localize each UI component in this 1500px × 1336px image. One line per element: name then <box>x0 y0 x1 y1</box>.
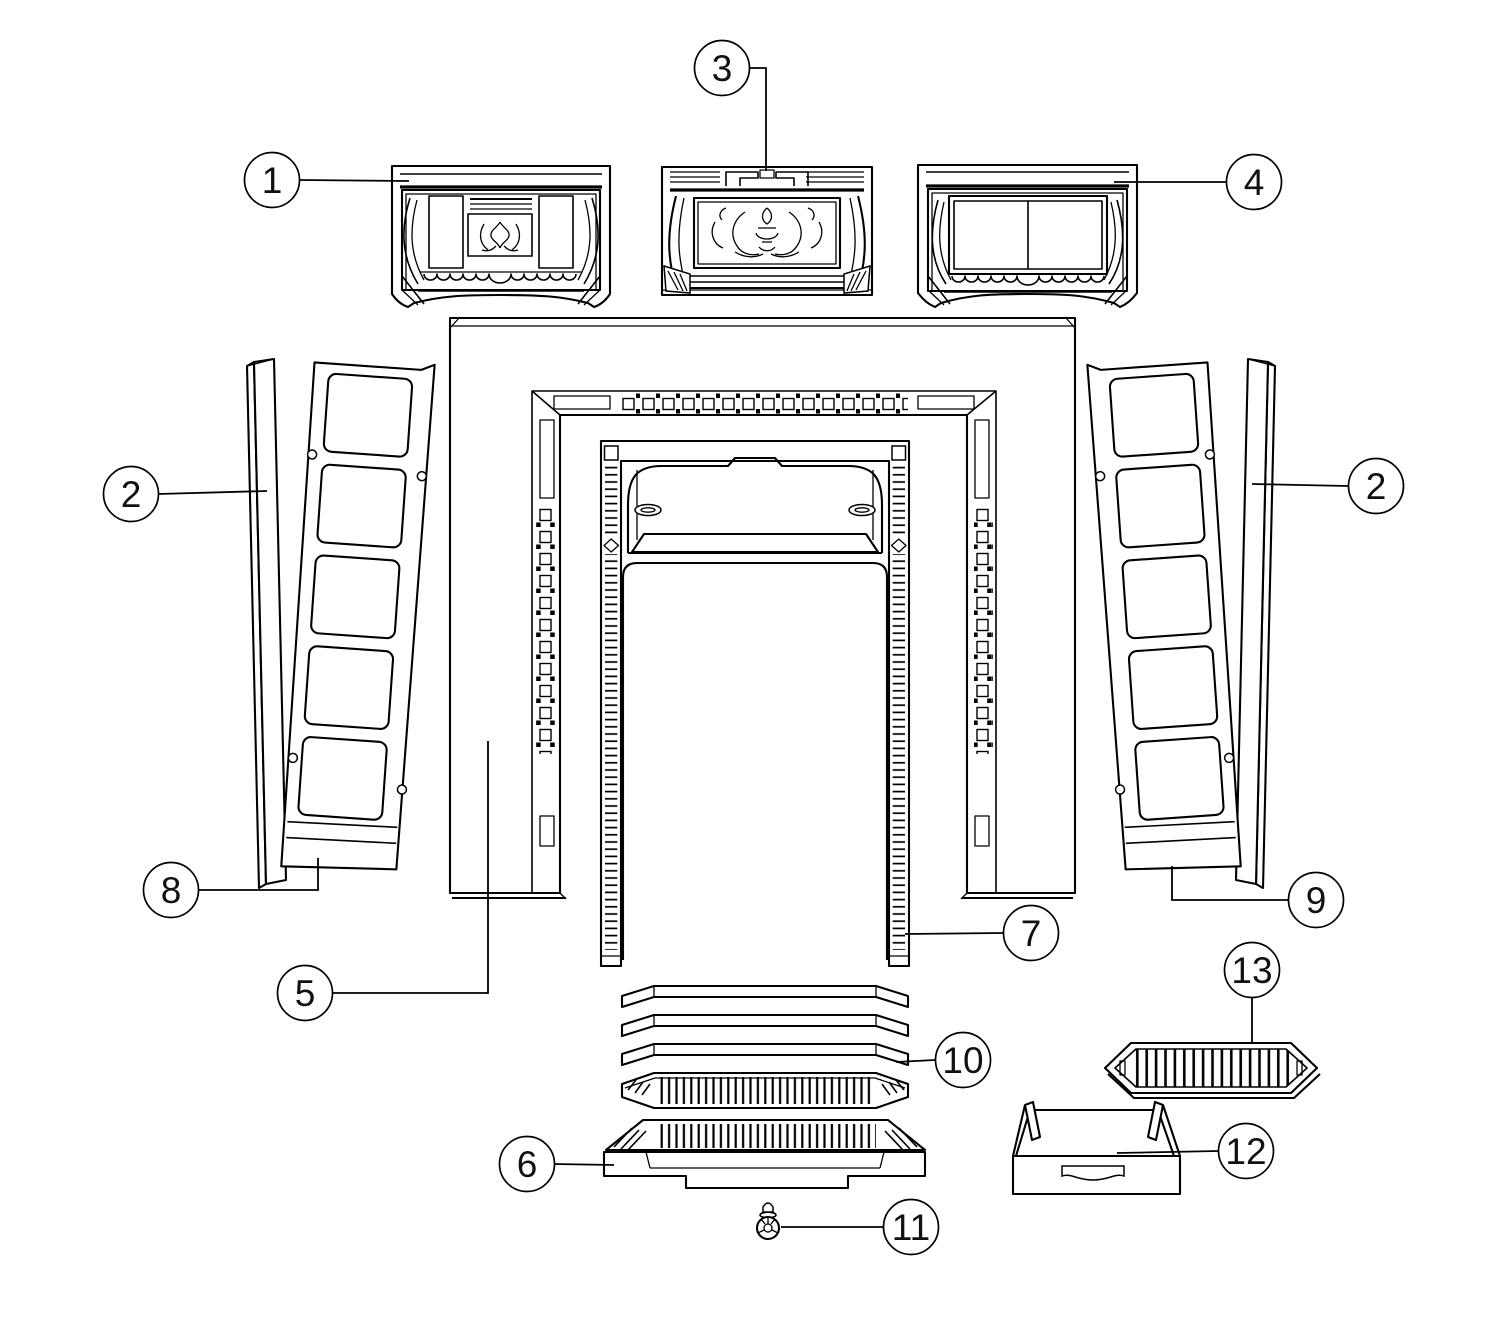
callout-9: 9 <box>1171 866 1345 929</box>
callout-8: 8 <box>142 858 319 919</box>
callout-11-label: 11 <box>892 1207 930 1248</box>
part-slip <box>245 357 288 890</box>
part-canopy-center <box>660 165 874 297</box>
callout-2-left-label: 2 <box>121 474 142 515</box>
pilaster-left-group <box>245 357 436 890</box>
part-inner-frame <box>599 439 911 968</box>
callout-3: 3 <box>693 39 767 171</box>
part-fret-bars <box>620 984 910 1110</box>
pilaster-right-group <box>1084 355 1277 890</box>
callout-4: 4 <box>1114 153 1283 211</box>
callout-7: 7 <box>904 904 1060 962</box>
greek-key-band <box>670 169 864 192</box>
part-grate <box>1103 1041 1321 1100</box>
callout-10: 10 <box>895 1031 992 1089</box>
part-canopy-right <box>916 163 1139 309</box>
callout-3-label: 3 <box>712 48 733 89</box>
callouts: 1 3 4 2 2 8 9 <box>102 39 1405 1256</box>
firebox-opening <box>621 561 889 960</box>
callout-13: 13 <box>1223 941 1281 1044</box>
panel-leg-decor-right <box>974 419 993 847</box>
callout-7-label: 7 <box>1021 913 1042 954</box>
callout-5: 5 <box>276 741 489 1022</box>
part-tile-panel <box>280 361 436 871</box>
frame-hood <box>626 456 884 555</box>
callout-2-right-label: 2 <box>1366 466 1387 507</box>
callout-1-label: 1 <box>262 160 283 201</box>
callout-9-label: 9 <box>1306 880 1327 921</box>
callout-12: 12 <box>1116 1122 1275 1180</box>
callout-13-label: 13 <box>1231 950 1272 991</box>
callout-12-label: 12 <box>1225 1131 1266 1172</box>
ashpan-handle <box>1061 1165 1125 1181</box>
callout-2-right: 2 <box>1251 457 1405 515</box>
part-knob <box>755 1202 781 1241</box>
callout-6: 6 <box>498 1135 615 1193</box>
callout-6-label: 6 <box>517 1144 538 1185</box>
frame-rib-band <box>601 445 621 957</box>
callout-8-label: 8 <box>161 870 182 911</box>
callout-4-label: 4 <box>1244 162 1265 203</box>
callout-5-label: 5 <box>295 973 316 1014</box>
frame-rib-band-right <box>888 445 910 957</box>
part-base-trim <box>602 1118 927 1190</box>
panel-leg-decor-left <box>536 419 555 847</box>
perforated-band <box>622 392 908 414</box>
callout-11: 11 <box>781 1198 940 1256</box>
scroll-ornament <box>711 207 823 258</box>
part-ashpan <box>1011 1100 1182 1196</box>
callout-1: 1 <box>243 151 410 209</box>
part-back-panel <box>448 316 1077 900</box>
callout-10-label: 10 <box>942 1040 983 1081</box>
callout-2-left: 2 <box>102 465 268 523</box>
part-canopy-left <box>390 164 612 309</box>
